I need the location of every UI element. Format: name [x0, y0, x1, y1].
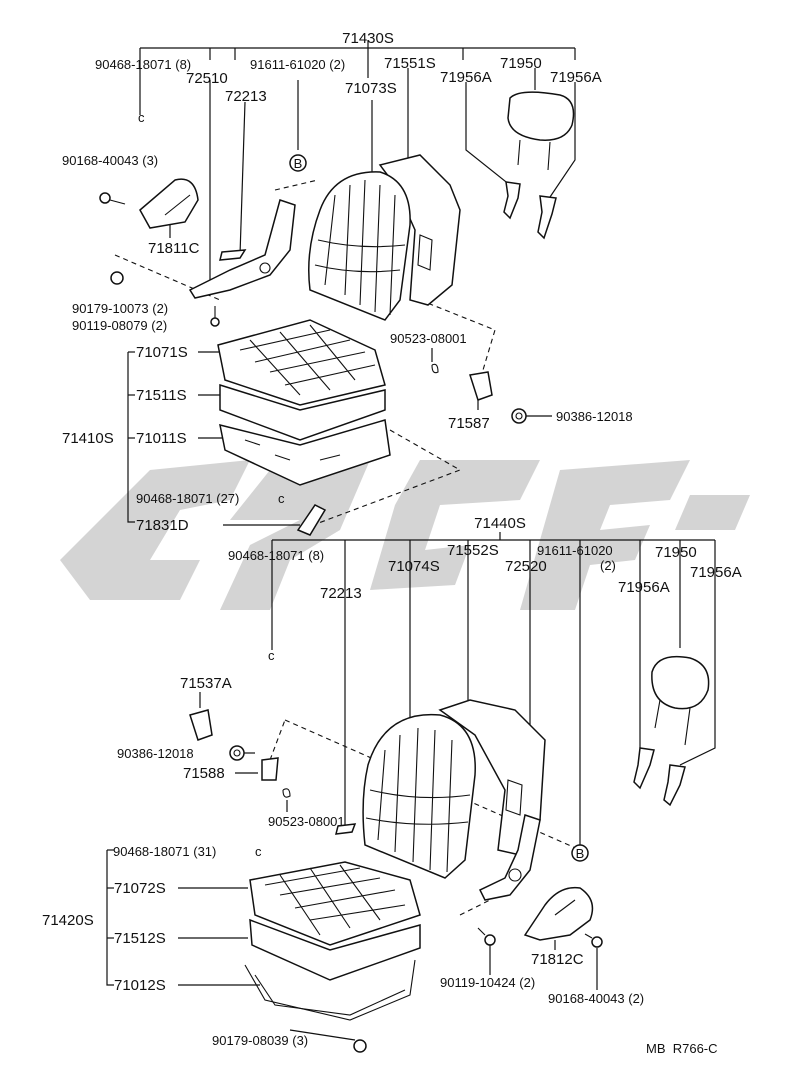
label-71587: 71587 [448, 415, 490, 432]
label-90119-upper: 90119-08079 (2) [72, 318, 167, 333]
cushion-frame-lower [244, 959, 416, 1021]
cushion-cover-upper [217, 319, 386, 406]
label-71588: 71588 [183, 765, 225, 782]
cushion-frame-upper [219, 419, 391, 486]
label-71410s: 71410S [62, 430, 114, 447]
label-91611-lower: 91611-61020 [537, 543, 613, 558]
bolt-90168-upper [99, 192, 126, 205]
label-71551: 71551S [384, 55, 436, 72]
label-72213-lower: 72213 [320, 585, 362, 602]
watermark-logo [60, 460, 750, 610]
label-71011: 71011S [136, 430, 187, 447]
label-90179-upper: 90179-10073 (2) [72, 301, 168, 316]
upper-cushion-group: c 71071S 71511S 71410S 71011S 90468-1807… [62, 319, 391, 536]
label-72520: 72520 [505, 558, 547, 575]
clip-glyph-cushion-upper: c [278, 491, 285, 506]
label-71956a-lower-1: 71956A [618, 579, 670, 596]
label-71956a-upper-1: 71956A [440, 69, 492, 86]
spring-clip-upper [219, 249, 247, 261]
label-72510: 72510 [186, 70, 228, 87]
label-71511: 71511S [136, 387, 187, 404]
label-71537a: 71537A [180, 675, 232, 692]
label-71812c: 71812C [531, 951, 584, 968]
label-90468-upper: 90468-18071 (8) [95, 57, 191, 72]
label-71012: 71012S [114, 977, 166, 994]
lower-assy-label: 71440S [474, 515, 526, 532]
bracket-71588 [261, 757, 279, 781]
bolt-90119-lower [477, 927, 496, 946]
cover-71831d [296, 504, 327, 536]
label-90468-31: 90468-18071 (31) [113, 844, 216, 859]
label-90168-upper: 90168-40043 (3) [62, 153, 158, 168]
seatback-cover-lower [362, 713, 476, 879]
recliner-cover-lower [523, 886, 594, 941]
upper-assy-label: 71430S [342, 30, 394, 47]
hinge-lower [478, 814, 541, 901]
label-90468-27: 90468-18071 (27) [136, 491, 239, 506]
headrest-lower [651, 655, 710, 746]
seatback-cover-upper [308, 171, 411, 321]
label-90168-lower: 90168-40043 (2) [548, 991, 644, 1006]
label-90386-lower: 90386-12018 [117, 746, 194, 761]
label-90386-upper: 90386-12018 [556, 409, 633, 424]
label-71071: 71071S [136, 344, 188, 361]
label-71956a-lower-2: 71956A [690, 564, 742, 581]
spring-clip-lower [335, 823, 357, 835]
label-71072: 71072S [114, 880, 166, 897]
callout-b-lower-label: B [576, 846, 585, 861]
headrest-guides-lower [633, 747, 686, 807]
label-71552: 71552S [447, 542, 499, 559]
label-71074: 71074S [388, 558, 440, 575]
upper-seat-group: B c 71430S 90468-18071 (8) 91611-61020 (… [62, 30, 633, 531]
label-71831d: 71831D [136, 517, 189, 534]
label-71950-lower: 71950 [655, 544, 697, 561]
callout-b-upper: B [289, 154, 307, 172]
clip-glyph-upper: c [138, 110, 145, 125]
label-72213-upper: 72213 [225, 88, 267, 105]
label-91611-lower-qty: (2) [600, 558, 616, 573]
recliner-cover-upper [139, 178, 199, 229]
label-90523-lower: 90523-08001 [268, 814, 345, 829]
label-71073: 71073S [345, 80, 397, 97]
cushion-cover-lower [249, 861, 421, 946]
callout-b-lower: B [571, 844, 589, 862]
clip-90523-upper [431, 363, 439, 374]
bracket-71587 [469, 371, 493, 401]
label-71950-upper: 71950 [500, 55, 542, 72]
lower-seat-group: B c 71440S 90468-18071 (8) 71552S 91611-… [117, 515, 742, 1006]
label-71956a-upper-2: 71956A [550, 69, 602, 86]
nut-90179-upper [110, 271, 124, 285]
clip-glyph-cushion-lower: c [255, 844, 262, 859]
cushion-pad-upper [219, 383, 386, 441]
label-90179-lower: 90179-08039 (3) [212, 1033, 308, 1048]
label-90119-lower: 90119-10424 (2) [440, 975, 535, 990]
bracket-71537a [189, 709, 213, 741]
footer-code: MB R766-C [646, 1041, 718, 1056]
headrest-guides-upper [503, 181, 557, 240]
label-91611-upper: 91611-61020 (2) [250, 57, 345, 72]
bolt-90119-upper [210, 306, 220, 327]
label-71420s: 71420S [42, 912, 94, 929]
label-90468-lower: 90468-18071 (8) [228, 548, 324, 563]
headrest-upper [507, 91, 575, 171]
label-71811c: 71811C [148, 240, 200, 257]
clip-90523-lower [282, 788, 291, 798]
bolt-90168-lower [584, 933, 603, 948]
callout-b-upper-label: B [294, 156, 303, 171]
hinge-upper [188, 199, 296, 299]
lower-cushion-group: c 90468-18071 (31) 71072S 71420S 71512S … [42, 844, 421, 1053]
nut-90179-lower [353, 1039, 367, 1053]
label-71512: 71512S [114, 930, 166, 947]
nut-90386-upper [511, 408, 527, 424]
clip-glyph-lower: c [268, 648, 275, 663]
label-90523-upper: 90523-08001 [390, 331, 467, 346]
cushion-pad-lower [249, 918, 421, 981]
nut-90386-lower [229, 745, 245, 761]
